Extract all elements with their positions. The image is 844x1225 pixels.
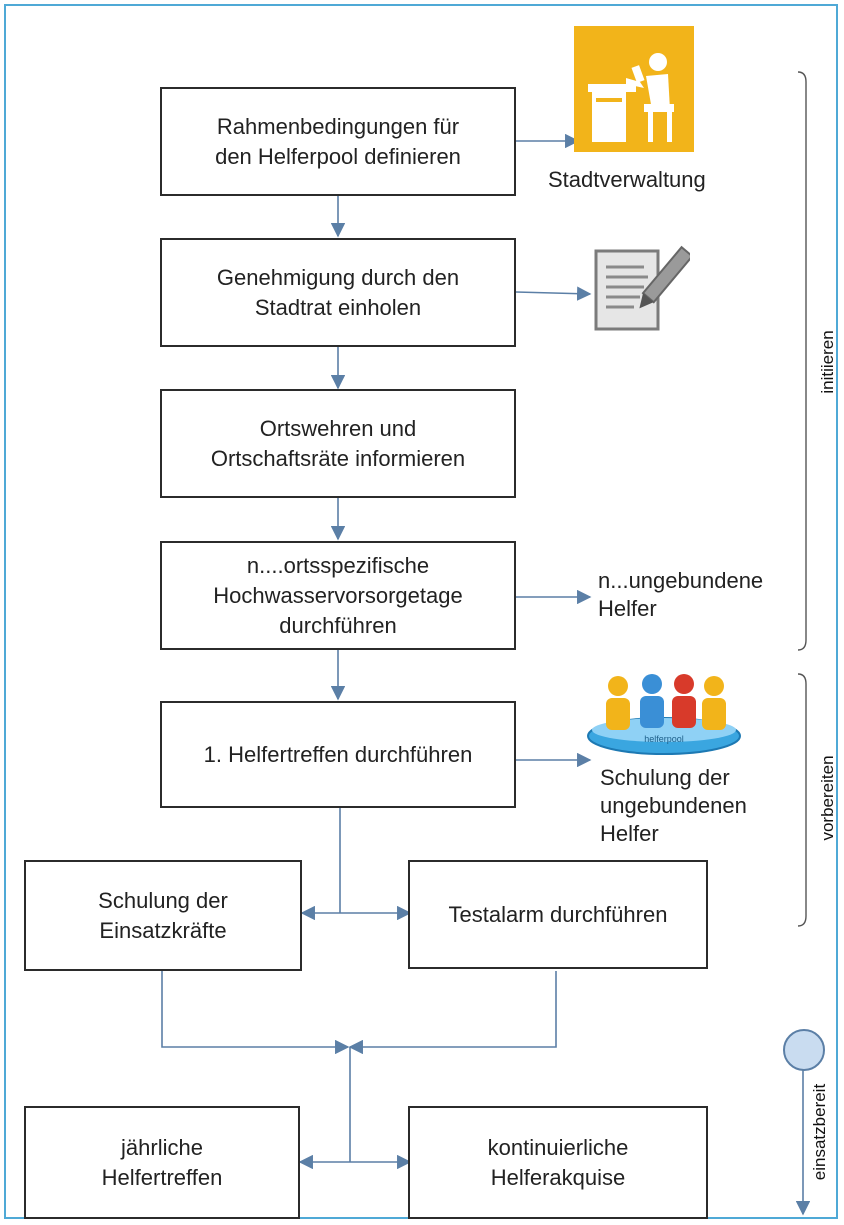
phase-einsatzbereit: einsatzbereit [810, 1083, 829, 1181]
step-helferakquise: kontinuierliche Helferakquise [408, 1106, 708, 1219]
bracket-initiieren [797, 71, 807, 651]
join-left [161, 971, 350, 1055]
step-ortswehren: Ortswehren und Ortschaftsräte informiere… [160, 389, 516, 498]
step-helfertreffen-label: 1. Helfertreffen durchführen [203, 741, 473, 767]
step-jaehrliche-helfertreffen: jährliche Helfertreffen [24, 1106, 300, 1219]
helferpool-group-icon: helferpool [587, 674, 741, 755]
step-genehmigung-label: Genehmigung durch den Stadtrat einholen [216, 264, 460, 320]
step-testalarm-label: Testalarm durchführen [448, 901, 668, 927]
arrow-genehmigung-document [515, 286, 592, 301]
output-schulung-ungebundene: Schulung der ungebundenen Helfer [600, 765, 747, 846]
step-ortswehren-label: Ortswehren und Ortschaftsräte informiere… [210, 415, 466, 471]
phase-initiieren: initiieren [818, 330, 837, 394]
output-ungebundene-helfer: n...ungebundene Helfer [598, 568, 764, 621]
step-helferakquise-label: kontinuierliche Helferakquise [487, 1134, 629, 1190]
step-rahmenbedingungen-label: Rahmenbedingungen für den Helferpool def… [215, 113, 461, 169]
step-jaehrliche-helfertreffen-label: jährliche Helfertreffen [101, 1134, 223, 1190]
step-vorsorgetage-label: n....ortsspezifische Hochwasservorsorget… [213, 552, 463, 638]
helferpool-icon-text: helferpool [644, 734, 684, 744]
step-genehmigung: Genehmigung durch den Stadtrat einholen [160, 238, 516, 347]
phase-vorbereiten: vorbereiten [818, 755, 837, 841]
document-pen-icon [594, 245, 690, 331]
join-right [348, 971, 557, 1055]
step-schulung-einsatzkraefte: Schulung der Einsatzkräfte [24, 860, 302, 971]
office-worker-icon [574, 26, 694, 152]
step-vorsorgetage: n....ortsspezifische Hochwasservorsorget… [160, 541, 516, 650]
bracket-vorbereiten [797, 673, 807, 927]
step-schulung-einsatzkraefte-label: Schulung der Einsatzkräfte [98, 887, 228, 943]
step-rahmenbedingungen: Rahmenbedingungen für den Helferpool def… [160, 87, 516, 196]
step-helfertreffen: 1. Helfertreffen durchführen [160, 701, 516, 808]
output-stadtverwaltung: Stadtverwaltung [548, 167, 706, 192]
step-testalarm: Testalarm durchführen [408, 860, 708, 969]
event-circle-icon [783, 1029, 825, 1071]
